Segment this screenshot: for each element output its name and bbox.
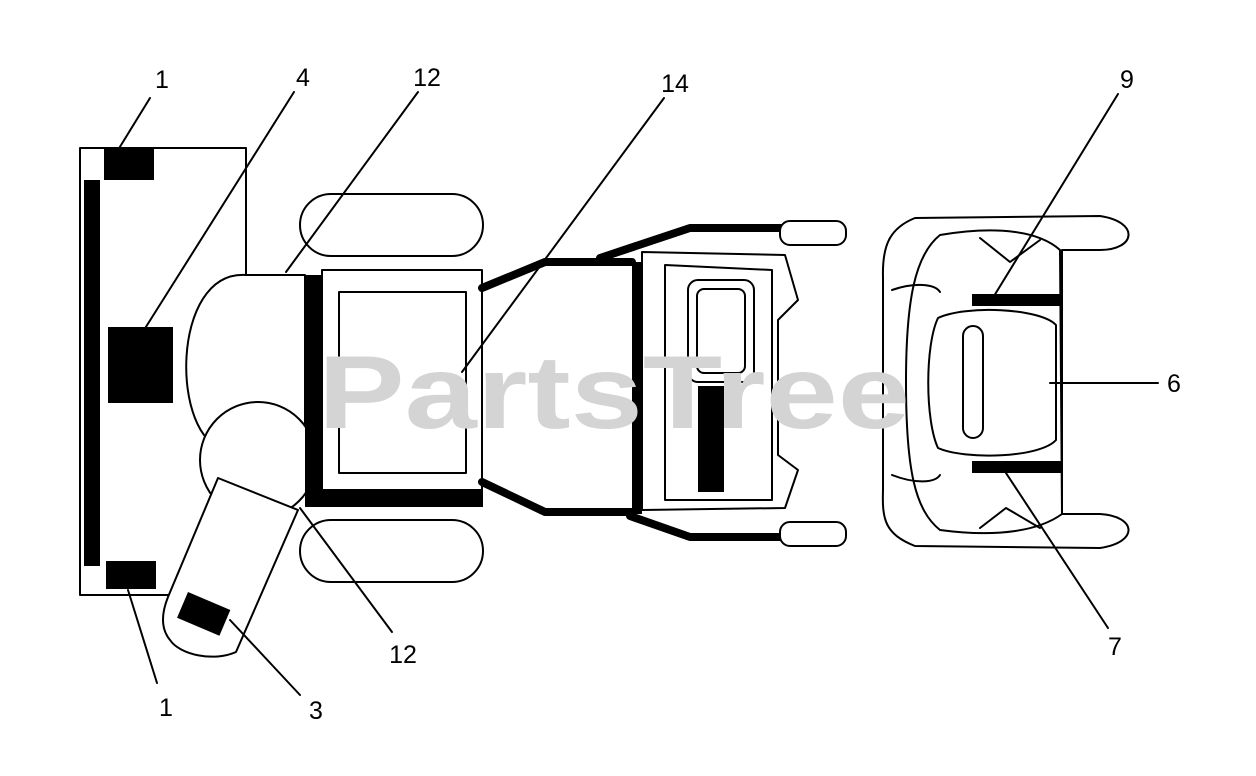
engine-shroud	[905, 229, 1063, 535]
decal-3	[177, 592, 231, 636]
console-decal	[698, 386, 724, 492]
callout-3: 3	[309, 697, 323, 725]
deck-edge-stripe	[84, 180, 100, 566]
handle-rails	[478, 220, 847, 547]
decal-14-panel	[338, 291, 467, 474]
engine-brace-top	[979, 237, 1041, 263]
callout-7: 7	[1108, 633, 1122, 661]
engine-face	[927, 308, 1057, 457]
rail-left-upper	[478, 258, 636, 292]
watermark: PartsTree	[318, 335, 910, 451]
leader-7	[1003, 469, 1109, 629]
callout-1-top: 1	[155, 66, 169, 94]
callout-6: 6	[1167, 370, 1181, 398]
engine-vent	[962, 325, 984, 439]
leader-lines	[117, 91, 1159, 696]
callout-9: 9	[1120, 66, 1134, 94]
engine-outer	[881, 215, 1130, 549]
callout-14: 14	[661, 70, 689, 98]
engine-side-ridge	[891, 284, 941, 483]
leader-1-bottom	[127, 589, 158, 684]
handle-bottom	[626, 512, 786, 541]
console-inner	[664, 264, 773, 501]
decal-1-bottom	[106, 561, 156, 589]
leader-9	[993, 93, 1119, 297]
frame-bar-bottom	[305, 490, 483, 507]
decal-4	[108, 327, 173, 403]
tire-top	[299, 193, 484, 257]
callout-4: 4	[296, 64, 310, 92]
console-window-inner	[696, 288, 746, 374]
leader-1-top	[117, 97, 151, 151]
leader-14	[461, 97, 665, 373]
callout-12-bottom: 12	[389, 641, 417, 669]
engine-brace-bottom	[979, 507, 1041, 529]
discharge-assembly	[162, 273, 317, 658]
callout-12-top: 12	[413, 64, 441, 92]
frame-bar-left	[305, 275, 323, 505]
leader-4	[143, 91, 295, 331]
control-console	[641, 251, 799, 511]
callout-1-bottom: 1	[159, 694, 173, 722]
grip-bottom	[779, 521, 847, 547]
leader-12-top	[285, 91, 419, 273]
decal-7	[972, 461, 1062, 473]
grip-top	[779, 220, 847, 246]
center-frame	[305, 269, 483, 507]
rail-left-lower	[478, 478, 636, 516]
leader-3	[229, 619, 301, 696]
callout-labels: 1 4 12 14 9 6 7 12 1 3	[155, 64, 1181, 725]
engine-front	[881, 215, 1130, 549]
rear-tires	[299, 193, 484, 583]
decal-1-top	[104, 149, 154, 180]
rail-uprights	[632, 262, 642, 514]
handle-top	[596, 224, 786, 262]
decal-9	[972, 294, 1062, 306]
tire-bottom	[299, 519, 484, 583]
leader-12-bottom	[299, 507, 393, 633]
